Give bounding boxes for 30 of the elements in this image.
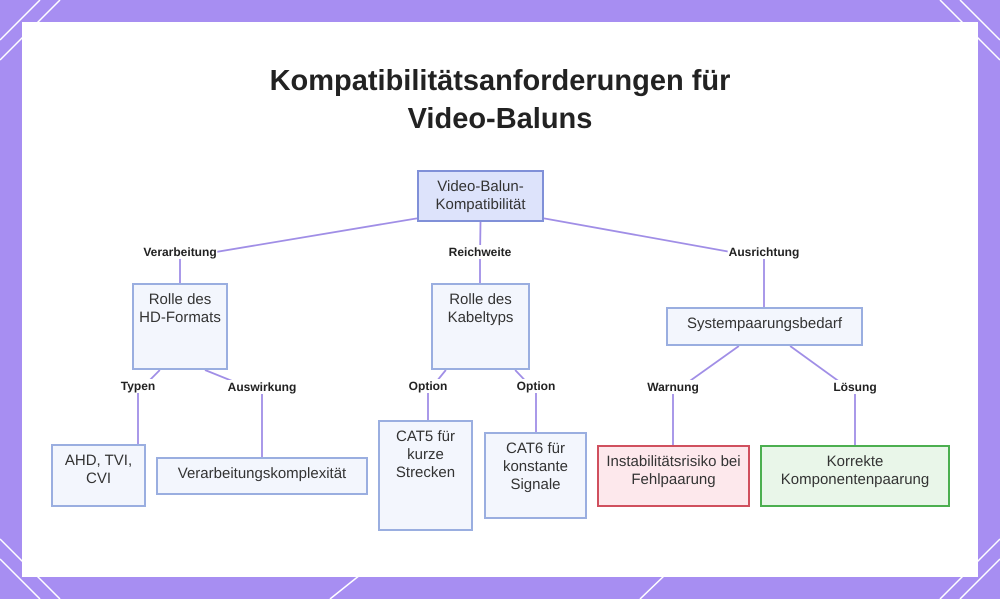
process-box xyxy=(156,457,368,495)
edge-label: Option xyxy=(516,379,556,393)
process-box xyxy=(51,444,146,507)
edge-label: Reichweite xyxy=(448,245,512,259)
process-box xyxy=(378,420,473,531)
edge-label: Typen xyxy=(120,379,156,393)
process-box xyxy=(484,432,587,519)
node-text: CAT6 für konstante Signale xyxy=(502,440,570,494)
process-box xyxy=(666,307,863,346)
process-box xyxy=(417,170,544,222)
edge-label: Ausrichtung xyxy=(728,245,800,259)
edge-label: Verarbeitung xyxy=(142,245,218,259)
node-text: Rolle des HD-Formats xyxy=(138,291,222,327)
process-box xyxy=(597,445,750,507)
process-box xyxy=(132,283,228,370)
node-text: Instabilitätsrisiko bei Fehlpaarung xyxy=(605,453,742,489)
edge-label: Lösung xyxy=(832,380,878,394)
edge-label: Warnung xyxy=(646,380,700,394)
node-text: Rolle des Kabeltyps xyxy=(446,291,514,327)
node-text: Video-Balun-Kompatibilität xyxy=(434,178,527,214)
process-box xyxy=(431,283,530,370)
node-text: Verarbeitungskomplexität xyxy=(178,465,346,483)
process-box xyxy=(760,445,950,507)
node-text: CAT5 für kurze Strecken xyxy=(394,428,456,482)
edge-label: Auswirkung xyxy=(226,380,298,394)
node-text: Korrekte Komponentenpaarung xyxy=(780,453,930,489)
edge-label: Option xyxy=(408,379,448,393)
node-text: AHD, TVI, CVI xyxy=(64,452,134,488)
diagram-title: Kompatibilitätsanforderungen für Video-Baluns xyxy=(268,64,732,137)
node-text: Systempaarungsbedarf xyxy=(686,315,842,333)
